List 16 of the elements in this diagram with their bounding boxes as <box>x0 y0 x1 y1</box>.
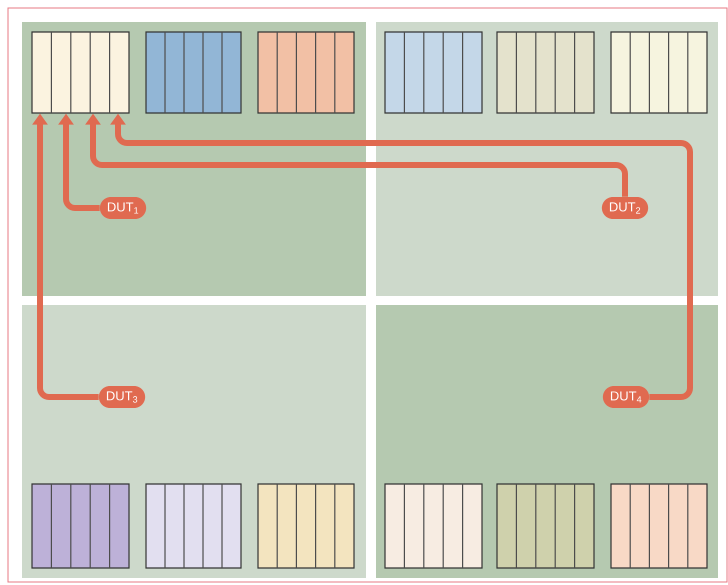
memory-block <box>145 483 242 569</box>
dut-label: DUT$_{1}$ <box>100 196 146 219</box>
memory-block <box>31 31 130 114</box>
memory-block <box>145 31 242 114</box>
memory-block <box>610 483 708 569</box>
memory-block <box>384 483 483 569</box>
memory-block <box>384 31 483 114</box>
memory-block <box>496 31 595 114</box>
memory-block <box>610 31 708 114</box>
memory-block <box>31 483 130 569</box>
dut-label: DUT$_{2}$ <box>602 196 648 219</box>
dut-label: DUT$_{3}$ <box>98 386 146 408</box>
memory-block <box>257 31 355 114</box>
dut-label: DUT$_{4}$ <box>602 386 650 408</box>
memory-block <box>496 483 595 569</box>
memory-block <box>257 483 355 569</box>
